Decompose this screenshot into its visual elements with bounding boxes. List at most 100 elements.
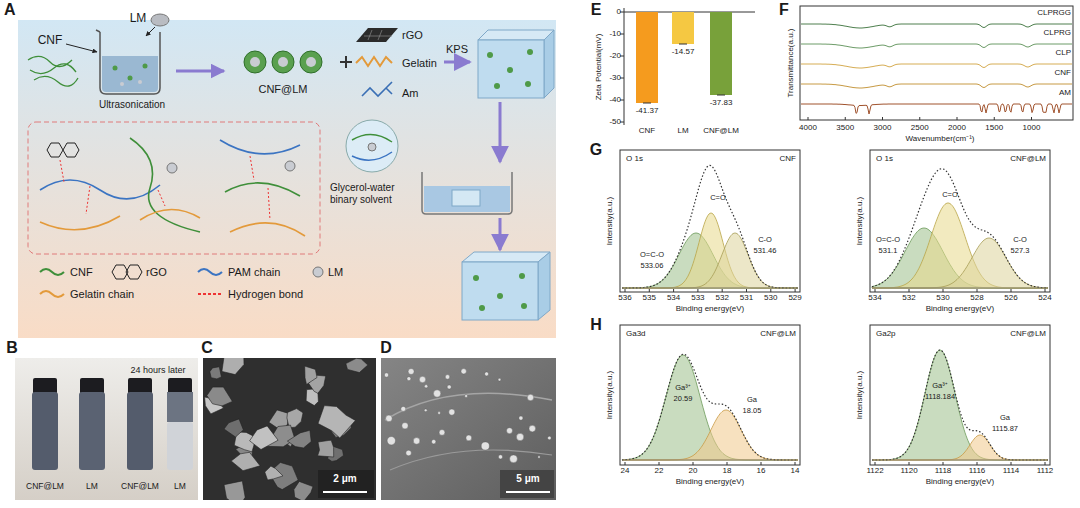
vial-photo bbox=[15, 358, 198, 500]
zeta-chart-part bbox=[672, 12, 694, 44]
panel-letter: F bbox=[779, 2, 789, 18]
axis-tick bbox=[697, 289, 698, 292]
figure-label: -10 bbox=[609, 30, 621, 38]
axis-tick bbox=[625, 289, 626, 292]
axis-tick bbox=[722, 289, 723, 292]
lm-particle bbox=[510, 455, 518, 463]
axis-tick bbox=[1011, 462, 1012, 465]
figure-label: LM bbox=[677, 127, 688, 135]
node-text: CNF@LM bbox=[224, 84, 342, 95]
fit-component bbox=[872, 435, 1048, 460]
xps-frame bbox=[870, 150, 1050, 292]
process-arrow bbox=[499, 102, 502, 162]
panel-letter: E bbox=[591, 2, 602, 18]
cnf-lm-spheres bbox=[244, 51, 322, 73]
figure-label: Ga3d bbox=[626, 330, 646, 338]
figure-label: 1122 bbox=[866, 467, 883, 475]
axis-tick bbox=[994, 117, 995, 120]
sem-flake bbox=[318, 440, 334, 457]
figure-label: 2 μm bbox=[333, 474, 356, 484]
lm-particle bbox=[507, 428, 513, 434]
figure-label: Ga³⁺ bbox=[932, 382, 948, 390]
cnf-fibers-part bbox=[34, 76, 78, 86]
vial-photo-part bbox=[167, 422, 193, 470]
figure-label: 14 bbox=[791, 467, 800, 475]
baseline bbox=[872, 460, 1048, 461]
axis-tick bbox=[909, 289, 910, 292]
figure-label: C=O bbox=[942, 191, 958, 199]
hydrogel-block-part bbox=[494, 83, 500, 89]
cnf-lm-spheres-part bbox=[244, 51, 266, 73]
zeta-chart-part bbox=[624, 8, 625, 125]
gelatin-chain bbox=[356, 57, 392, 66]
lm-particle bbox=[516, 433, 523, 440]
panel-letter: A bbox=[4, 2, 16, 18]
figure-label: 5 μm bbox=[516, 474, 539, 484]
lm-particle bbox=[419, 376, 425, 382]
process-arrow bbox=[176, 70, 224, 73]
axis-tick bbox=[770, 289, 771, 292]
sem-flake bbox=[294, 481, 313, 500]
figure-label: LM bbox=[130, 12, 147, 24]
sem-fiber bbox=[390, 450, 552, 470]
lm-particle bbox=[465, 395, 468, 398]
axis-tick bbox=[845, 117, 846, 120]
axis-tick bbox=[1031, 117, 1032, 120]
legend-symbols-part bbox=[198, 269, 222, 275]
figure-label: C-O bbox=[758, 236, 772, 244]
figure-label: O 1s bbox=[626, 155, 643, 163]
cnf-lm-node: CNF@LM bbox=[224, 45, 342, 97]
axis-tick bbox=[882, 117, 883, 120]
figure-label: CNF bbox=[38, 34, 63, 46]
ftir-spectrum bbox=[801, 104, 1072, 114]
axis-title: Intensity(a.u.) bbox=[856, 371, 864, 419]
fit-envelope bbox=[872, 350, 1048, 460]
interaction-box-part bbox=[158, 190, 165, 206]
axis-tick bbox=[727, 462, 728, 465]
figure-label: CLPRG bbox=[1043, 29, 1071, 37]
lm-particle bbox=[432, 440, 436, 444]
lm-particle bbox=[387, 437, 395, 445]
lm-particle bbox=[519, 416, 523, 420]
legend-symbols-part bbox=[126, 265, 142, 279]
sem-fiber bbox=[385, 393, 552, 420]
figure-label: Ga bbox=[1000, 414, 1010, 422]
axis-tick bbox=[1045, 289, 1046, 292]
axis-tick bbox=[943, 462, 944, 465]
sem-flake bbox=[231, 452, 260, 470]
zoom-circle-part bbox=[352, 152, 392, 160]
sem-flake bbox=[287, 409, 303, 428]
ftir-spectrum bbox=[801, 44, 1072, 48]
figure-label: 2500 bbox=[911, 124, 929, 132]
beaker-part bbox=[113, 66, 118, 71]
figure-label: AM bbox=[1059, 89, 1071, 97]
figure-label: Wavenumber(cm⁻¹) bbox=[906, 135, 975, 143]
figure-label: Ga³⁺ bbox=[675, 384, 691, 392]
cnf-lm-spheres-part bbox=[250, 57, 260, 67]
sem-flake bbox=[250, 426, 279, 450]
panel-letter: D bbox=[380, 340, 392, 356]
figure-label: Binding energy(eV) bbox=[926, 305, 994, 313]
hydrogel-block-part bbox=[487, 52, 493, 58]
figure-label: 16 bbox=[757, 467, 766, 475]
figure-label: 530 bbox=[764, 294, 777, 302]
figure-label: -37.83 bbox=[710, 99, 733, 107]
lm-particle bbox=[438, 412, 441, 415]
axis-tick bbox=[625, 462, 626, 465]
axis-tick bbox=[649, 289, 650, 292]
lm-particle bbox=[538, 456, 540, 458]
interaction-box-part bbox=[285, 161, 295, 171]
figure-label: 18 bbox=[723, 467, 732, 475]
axis-title: Intensity(a.u.) bbox=[606, 197, 614, 245]
interaction-box-part bbox=[230, 223, 305, 236]
figure-label: 526 bbox=[1004, 294, 1017, 302]
acrylamide-molecule bbox=[362, 82, 392, 96]
ftir-frame bbox=[800, 6, 1073, 120]
hydrogel-block-part bbox=[478, 30, 554, 40]
beaker-part bbox=[128, 76, 133, 81]
vial-photo-part bbox=[168, 378, 192, 394]
panel-letter: C bbox=[201, 340, 213, 356]
axis-tick bbox=[1045, 462, 1046, 465]
lm-particle bbox=[406, 450, 412, 456]
